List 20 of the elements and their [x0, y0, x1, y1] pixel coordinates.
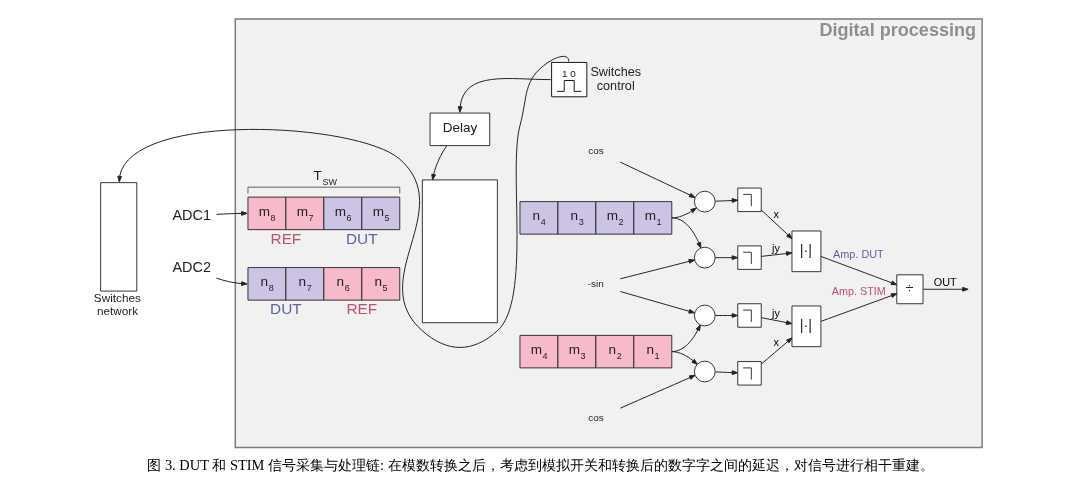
node-text: cos [587, 144, 604, 156]
node-label: Switches network [93, 291, 141, 317]
node-text: cos [587, 412, 604, 424]
edge-label: x [772, 335, 779, 348]
node-label: Switches control [589, 65, 641, 93]
edge-label: Amp. STIM [831, 285, 886, 298]
node-label: T$_{SW}$ [312, 167, 337, 187]
edge-label: x [772, 208, 779, 221]
edge-label: jy [771, 241, 780, 254]
node-label: DUT [345, 229, 378, 247]
caption: 图 3. DUT 和 STIM 信号采集与处理链: 在模数转换之后，考虑到模拟开关和转换后的数字字之间的延迟，对信号进行相干重建。 [146, 456, 934, 473]
node-text: ADC2 [172, 258, 211, 275]
node-text: -sin [587, 278, 604, 290]
node-label: REF [345, 300, 377, 318]
node-label: REF [270, 229, 301, 247]
edge-label: Amp. DUT [832, 248, 884, 261]
node-label: DUT [269, 300, 302, 318]
edge-label: OUT [933, 276, 957, 289]
node-text: ADC1 [172, 206, 211, 223]
edge-label: jy [771, 306, 780, 319]
